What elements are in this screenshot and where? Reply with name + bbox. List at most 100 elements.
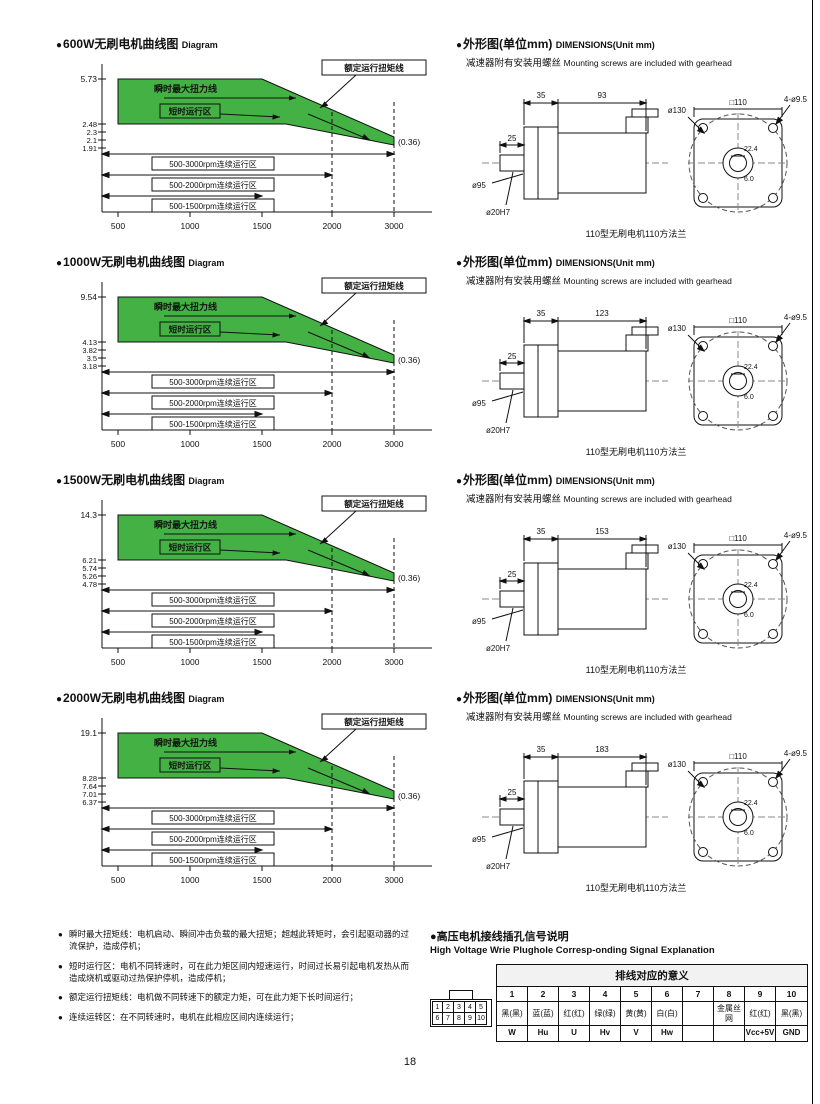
rated-line-arrow [307,549,371,577]
x-tick: 1500 [253,875,272,885]
y-tick-max: 9.54 [80,292,97,302]
dim-body-diameter: ø95 [472,399,486,408]
mounting-hole [768,559,778,569]
dim-shaft-diameter: ø20H7 [486,426,511,435]
zone-box [151,592,275,607]
wiring-section: ●高压电机接线插孔信号说明 High Voltage Wrie Plughole… [430,928,810,1042]
wiring-signal-cell-3: U [559,1026,590,1041]
x-tick: 3000 [385,657,404,667]
motor-shaft [499,154,525,172]
bullet-icon: ● [56,694,63,705]
y-tick-marks [98,296,106,367]
y-tick: 2.3 [87,128,97,137]
rated-line-arrow [307,767,371,795]
dim-keyway-width: 6.0 [744,830,754,837]
dim-keyway-width: 6.0 [744,394,754,401]
arrowhead-icon [289,749,296,755]
chart-title-cn: 600W无刷电机曲线图 [63,37,179,51]
y-tick: 4.13 [82,338,97,347]
rated-torque-leader [319,510,357,545]
dim-bolt-circle: ø130 [668,760,687,769]
max-torque-label: 瞬时最大扭力线 [154,519,217,530]
wiring-pin-cell-10: 10 [776,987,807,1002]
wiring-signal-cell-9: Vcc+5V [745,1026,776,1041]
y-tick: 4.78 [82,580,97,589]
connector-pin-4: 4 [465,1001,476,1013]
chart-title-en: Diagram [188,258,225,268]
y-tick: 7.64 [82,782,97,791]
bullet-icon: ● [58,993,63,1003]
y-tick: 3.18 [82,362,97,371]
y-tick: 5.26 [82,572,97,581]
dimension-lines [491,535,648,642]
dim-keyway-width: 6.0 [744,176,754,183]
zone-box [151,831,275,846]
drawing-caption: 110型无刷电机110方法兰 [586,228,687,239]
y-tick: 3.5 [87,354,97,363]
wiring-color-cell-7 [683,1002,714,1026]
shaft-hole [729,808,747,826]
wiring-color-cell-6: 白(白) [652,1002,683,1026]
drawing-caption: 110型无刷电机110方法兰 [586,882,687,893]
dim-subtitle-en: Mounting screws are included with gearhe… [563,494,732,504]
bullet-icon: ● [56,258,63,269]
wiring-pin-cell-1: 1 [497,987,528,1002]
dim-title-en: DIMENSIONS(Unit mm) [555,258,655,268]
outline-drawing: 35 93 25 ø95 ø20H7 22.4 6.0 [472,91,808,239]
zone-label: 500-2000rpm连续运行区 [169,616,257,626]
connector-pin-2: 2 [443,1001,454,1013]
rated-torque-label: 额定运行扭矩线 [344,281,404,291]
wiring-signal-cell-8 [714,1026,745,1041]
dim-bolt-circle: ø130 [668,106,687,115]
bullet-icon: ● [430,931,437,943]
zone-label: 500-1500rpm连续运行区 [169,419,257,429]
motor-body [557,132,647,194]
wiring-color-cell-2: 蓝(蓝) [528,1002,559,1026]
outline-drawing: 35 153 25 ø95 ø20H7 22.4 6.0 [472,527,808,675]
dim-title: ●外形图(单位mm) DIMENSIONS(Unit mm) [456,36,808,54]
rated-torque-label: 额定运行扭矩线 [344,717,404,727]
motor-body [557,568,647,630]
terminal-cover [631,326,659,336]
bolt-circle [688,331,788,431]
wiring-color-cell-3: 红(红) [559,1002,590,1026]
wiring-pin-cell-8: 8 [714,987,745,1002]
torque-curve-chart: 14.3 6.21 5.74 5.26 4.78 500-3000rpm连续运行… [80,495,432,667]
chart-title: ●1000W无刷电机曲线图 Diagram [56,254,448,272]
flange-dimension-lines [687,758,791,788]
drawing-caption: 110型无刷电机110方法兰 [586,664,687,675]
dim-bolt-circle: ø130 [668,542,687,551]
dim-keyway-height: 22.4 [744,364,758,371]
note-text: 额定运行扭矩线：电机做不同转速下的额定力矩，可在此力矩下长时间运行； [69,992,359,1003]
bullet-icon: ● [56,476,63,487]
wiring-color-cell-9: 红(红) [745,1002,776,1026]
short-run-label: 短时运行区 [169,761,212,771]
arrowhead-icon [272,550,280,556]
dim-holes: 4-ø9.5 [784,531,808,540]
outline-drawing: 35 123 25 ø95 ø20H7 22.4 6.0 [472,309,808,457]
connector-pin-1: 6 [432,1013,443,1025]
wiring-signal-cell-5: V [621,1026,652,1041]
dim-title-cn: 外形图(单位mm) [463,255,553,269]
shaft-hole [729,154,747,172]
dim-title: ●外形图(单位mm) DIMENSIONS(Unit mm) [456,254,808,272]
dim-body-diameter: ø95 [472,617,486,626]
y-tick: 1.91 [82,144,97,153]
zone-box [151,156,275,171]
rated-torque-leader [319,74,357,109]
rated-line-arrow [307,331,371,359]
y-tick: 2.1 [87,136,97,145]
dim-subtitle: 减速器附有安装用螺丝 Mounting screws are included … [466,491,808,505]
gearhead-body [523,562,559,636]
x-tick: 1000 [181,657,200,667]
mounting-hole [768,123,778,133]
notes-section: ● 瞬时最大扭矩线：电机启动、瞬间冲击负载的最大扭矩；超越此转矩时，会引起驱动器… [58,928,414,1042]
terminal-box [625,552,649,570]
bullet-icon: ● [58,961,63,971]
dim-title-cn: 外形图(单位mm) [463,691,553,705]
arrowhead-icon [289,95,296,101]
note-item: ● 瞬时最大扭矩线：电机启动、瞬间冲击负载的最大扭矩；超越此转矩时，会引起驱动器… [58,928,414,953]
